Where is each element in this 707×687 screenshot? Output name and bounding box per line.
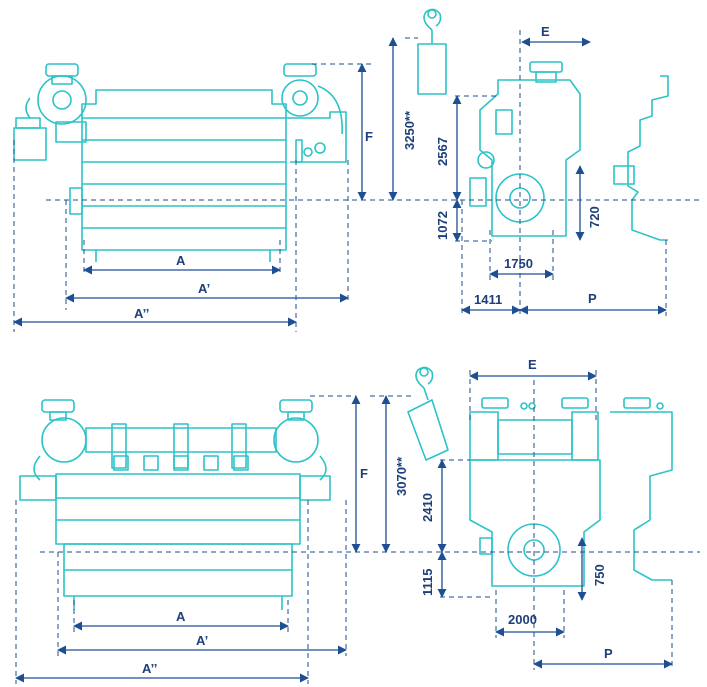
top-label-a-prime: A’: [198, 281, 210, 296]
bottom-side-view: [19, 399, 331, 610]
top-dimension-labels: A A’ A’’ F E P 3250** 2567 1072 720 1750…: [134, 24, 602, 321]
top-label-a: A: [176, 253, 186, 268]
top-label-a-double-prime: A’’: [134, 306, 149, 321]
bottom-label-a-double-prime: A’’: [142, 661, 157, 676]
top-dim-1072: 1072: [435, 211, 450, 240]
top-side-view: [13, 63, 347, 262]
top-label-p: P: [588, 291, 597, 306]
bottom-front-view: [407, 366, 673, 587]
bottom-dim-2000: 2000: [508, 612, 537, 627]
bottom-label-a: A: [176, 609, 186, 624]
top-dim-1750: 1750: [504, 256, 533, 271]
top-label-e: E: [541, 24, 550, 39]
top-dimension-lines: [13, 37, 667, 327]
top-front-view: [417, 8, 669, 241]
bottom-dimension-labels: A A’ A’’ F E P 3070** 2410 1115 750 2000: [142, 357, 613, 676]
bottom-dim-2410: 2410: [420, 493, 435, 522]
top-dim-1411: 1411: [474, 292, 502, 307]
top-dim-2567: 2567: [435, 137, 450, 166]
bottom-label-f: F: [360, 466, 368, 481]
bottom-label-a-prime: A’: [196, 633, 208, 648]
top-dim-720: 720: [587, 206, 602, 228]
top-dashed-guides: [13, 30, 700, 332]
bottom-dim-750: 750: [592, 564, 607, 586]
top-dim-3250: 3250**: [402, 110, 417, 150]
bottom-dim-3070: 3070**: [394, 456, 409, 496]
bottom-dimension-lines: [15, 371, 673, 683]
bottom-dim-1115: 1115: [420, 569, 435, 597]
top-label-f: F: [365, 129, 373, 144]
bottom-label-p: P: [604, 646, 613, 661]
bottom-label-e: E: [528, 357, 537, 372]
